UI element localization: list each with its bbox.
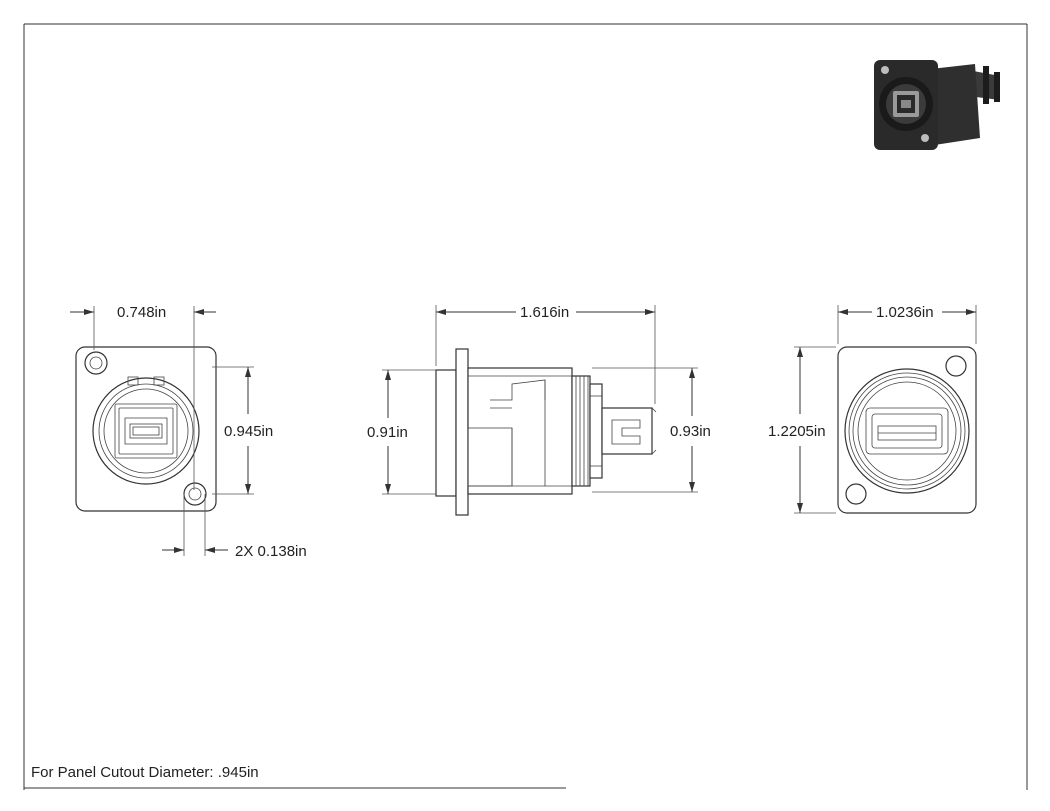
- panel-cutout-note: For Panel Cutout Diameter: .945in: [31, 764, 259, 781]
- side-left-height-label: 0.91in: [367, 424, 408, 441]
- side-length-label: 1.616in: [520, 304, 569, 321]
- front-width-label: 0.748in: [117, 304, 166, 321]
- front-height-label: 0.945in: [224, 423, 273, 440]
- front-height-dimension: 0.945in: [212, 366, 273, 495]
- side-left-height-dimension: 0.91in: [367, 369, 436, 495]
- isometric-view: [874, 60, 1000, 150]
- side-view: [435, 348, 657, 516]
- side-length-dimension: 1.616in: [435, 304, 656, 404]
- knurl-lines: [575, 376, 589, 486]
- rear-view: [837, 346, 977, 514]
- rear-height-label: 1.2205in: [768, 423, 826, 440]
- sheet-border: [23, 23, 1028, 790]
- side-right-height-label: 0.93in: [670, 423, 711, 440]
- hole-diameter-dimension: 2X 0.138in: [162, 494, 307, 560]
- front-view: [75, 346, 217, 512]
- side-right-height-dimension: 0.93in: [592, 367, 711, 493]
- hole-diameter-label: 2X 0.138in: [235, 543, 307, 560]
- rear-width-label: 1.0236in: [876, 304, 934, 321]
- front-width-dimension: 0.748in: [70, 304, 216, 490]
- rear-width-dimension: 1.0236in: [837, 304, 977, 344]
- rear-height-dimension: 1.2205in: [768, 346, 836, 514]
